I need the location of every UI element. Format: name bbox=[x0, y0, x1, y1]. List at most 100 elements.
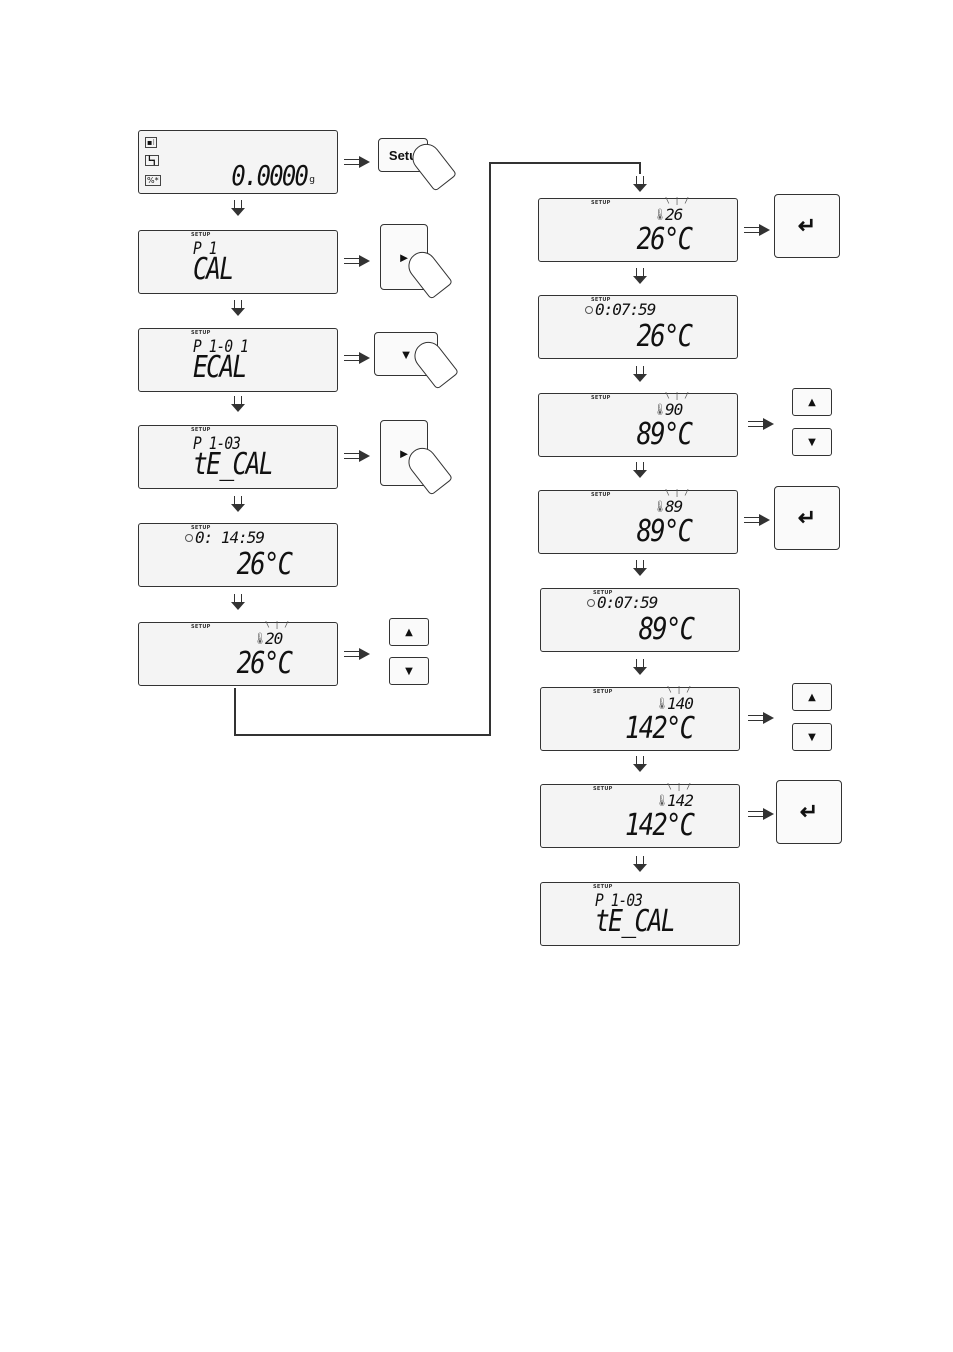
setpoint-value: 142 bbox=[667, 791, 694, 810]
right-arrow bbox=[344, 255, 370, 267]
blink-icon: \ | / bbox=[665, 488, 690, 497]
up-key[interactable]: ▲ bbox=[792, 683, 832, 711]
menu-name: CAL bbox=[193, 252, 234, 287]
menu-display-p1-01: SETUP P 1-0 1 ECAL bbox=[138, 328, 338, 392]
setpoint-display: SETUP 🌡︎ \ | / 140 142°C bbox=[540, 685, 740, 751]
setpoint-value: 26 bbox=[665, 205, 683, 224]
connector-line bbox=[234, 734, 491, 736]
timer-value: 0: 14:59 bbox=[195, 528, 265, 547]
weight-value: 0.0000 bbox=[231, 159, 308, 192]
timer-display: SETUP 0:07:59 26°C bbox=[538, 295, 738, 359]
temperature-value: 89°C bbox=[636, 417, 692, 452]
timer-value: 0:07:59 bbox=[595, 300, 656, 319]
enter-key[interactable]: ↵ bbox=[774, 486, 840, 550]
percent-icon: %* bbox=[145, 175, 161, 186]
down-key[interactable]: ▼ bbox=[792, 428, 832, 456]
timer-display: SETUP 0:07:59 89°C bbox=[540, 588, 740, 652]
menu-code: P 1-03 bbox=[193, 434, 241, 454]
connector-line bbox=[234, 688, 236, 736]
setup-key-label: Setu bbox=[388, 147, 418, 163]
right-arrow bbox=[744, 514, 770, 526]
setup-indicator: SETUP bbox=[593, 786, 613, 792]
timer: 0:07:59 bbox=[585, 300, 656, 319]
down-icon: ▼ bbox=[399, 346, 413, 362]
down-arrow bbox=[633, 176, 647, 192]
right-arrow bbox=[344, 352, 370, 364]
setpoint-value: 89 bbox=[665, 497, 683, 516]
down-arrow bbox=[633, 659, 647, 675]
blink-icon: \ | / bbox=[665, 196, 690, 205]
timer-display: SETUP 0: 14:59 26°C bbox=[138, 523, 338, 587]
home-display: ▪⁝ ┗┓ %* 0.0000 g bbox=[138, 130, 338, 194]
temperature-value: 89°C bbox=[638, 612, 694, 647]
setup-indicator: SETUP bbox=[593, 689, 613, 695]
clock-icon bbox=[185, 533, 193, 542]
right-arrow bbox=[744, 224, 770, 236]
thermometer-icon: 🌡︎ bbox=[653, 208, 667, 221]
enter-key[interactable]: ↵ bbox=[774, 194, 840, 258]
setup-indicator: SETUP bbox=[191, 232, 211, 238]
thermometer-icon: 🌡︎ bbox=[655, 794, 669, 807]
timer: 0: 14:59 bbox=[185, 528, 265, 547]
down-icon: ▼ bbox=[808, 731, 816, 743]
menu-name: tE_CAL bbox=[193, 447, 274, 482]
connector-line bbox=[489, 162, 491, 736]
clock-icon bbox=[587, 598, 595, 607]
menu-name: ECAL bbox=[193, 350, 247, 385]
setup-indicator: SETUP bbox=[591, 395, 611, 401]
weight-unit: g bbox=[309, 175, 315, 185]
menu-display-p1-03: SETUP P 1-03 tE_CAL bbox=[138, 425, 338, 489]
right-arrow bbox=[748, 808, 774, 820]
thermometer-icon: 🌡︎ bbox=[253, 632, 267, 645]
down-arrow bbox=[633, 268, 647, 284]
setpoint-display: SETUP 🌡︎ \ | / 26 26°C bbox=[538, 196, 738, 262]
setup-indicator: SETUP bbox=[593, 590, 613, 596]
setup-indicator: SETUP bbox=[191, 330, 211, 336]
up-icon: ▲ bbox=[808, 691, 816, 703]
right-icon: ► bbox=[397, 249, 411, 265]
up-key[interactable]: ▲ bbox=[389, 618, 429, 646]
thermometer-icon: 🌡︎ bbox=[653, 500, 667, 513]
thermometer-icon: 🌡︎ bbox=[653, 403, 667, 416]
setup-indicator: SETUP bbox=[591, 492, 611, 498]
right-arrow bbox=[344, 156, 370, 168]
setup-indicator: SETUP bbox=[191, 525, 211, 531]
menu-code: P 1 bbox=[193, 239, 217, 259]
down-arrow bbox=[231, 396, 245, 412]
down-arrow bbox=[231, 496, 245, 512]
down-key[interactable]: ▼ bbox=[792, 723, 832, 751]
down-icon: ▼ bbox=[405, 665, 413, 677]
up-key[interactable]: ▲ bbox=[792, 388, 832, 416]
stability-icon: ┗┓ bbox=[145, 155, 159, 166]
menu-display-p1-03: SETUP P 1-03 tE_CAL bbox=[540, 882, 740, 946]
down-arrow bbox=[231, 594, 245, 610]
timer: 0:07:59 bbox=[587, 593, 658, 612]
up-icon: ▲ bbox=[808, 396, 816, 408]
temperature-value: 142°C bbox=[624, 711, 695, 746]
blink-icon: \ | / bbox=[667, 685, 692, 694]
temperature-value: 89°C bbox=[636, 514, 692, 549]
down-arrow bbox=[633, 366, 647, 382]
blink-icon: \ | / bbox=[265, 620, 290, 629]
down-key[interactable]: ▼ bbox=[389, 657, 429, 685]
right-arrow bbox=[748, 712, 774, 724]
enter-key[interactable]: ↵ bbox=[776, 780, 842, 844]
connector-line bbox=[489, 162, 641, 164]
blink-icon: \ | / bbox=[665, 391, 690, 400]
down-icon: ▼ bbox=[808, 436, 816, 448]
temperature-value: 26°C bbox=[636, 319, 692, 354]
up-icon: ▲ bbox=[405, 626, 413, 638]
down-arrow bbox=[231, 200, 245, 216]
right-arrow bbox=[344, 450, 370, 462]
menu-code: P 1-0 1 bbox=[193, 337, 249, 357]
menu-display-p1: SETUP P 1 CAL bbox=[138, 230, 338, 294]
setup-indicator: SETUP bbox=[593, 884, 613, 890]
timer-value: 0:07:59 bbox=[597, 593, 658, 612]
setpoint-display: SETUP 🌡︎ \ | / 20 26°C bbox=[138, 620, 338, 686]
clock-icon bbox=[585, 305, 593, 314]
down-arrow bbox=[633, 560, 647, 576]
down-arrow bbox=[231, 300, 245, 316]
setup-indicator: SETUP bbox=[591, 297, 611, 303]
connector-line bbox=[639, 162, 641, 174]
blink-icon: \ | / bbox=[667, 782, 692, 791]
